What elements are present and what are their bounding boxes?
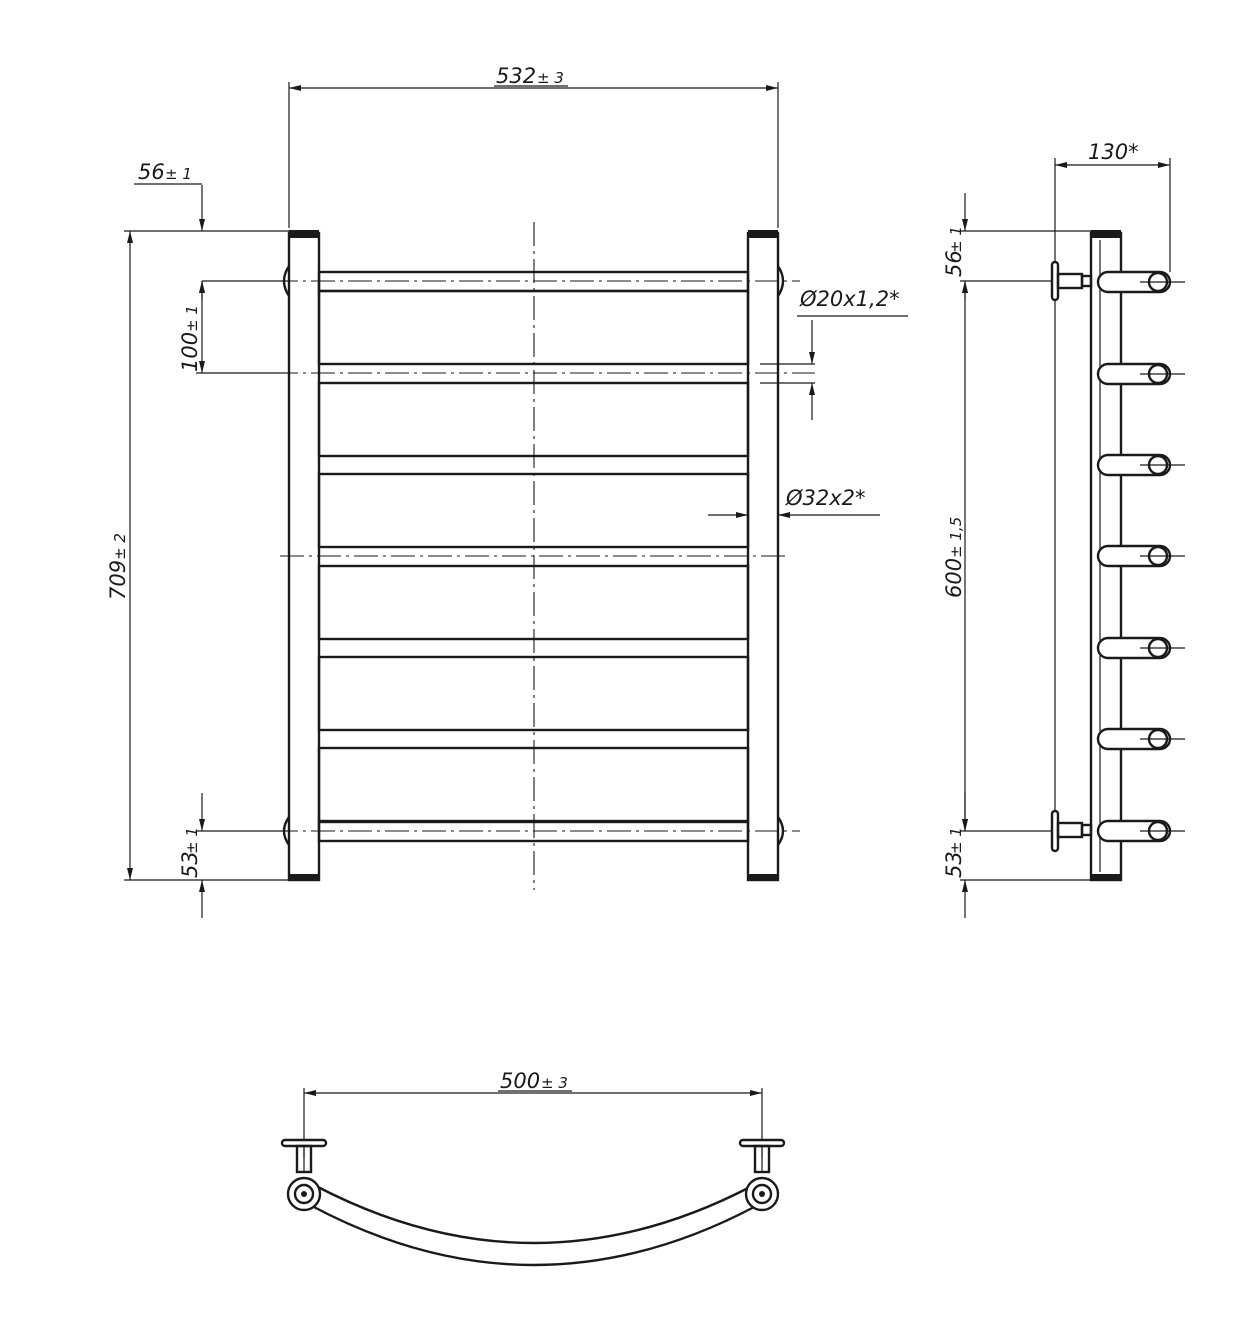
- dim-side-top-offset-tol: ± 1: [947, 226, 965, 253]
- right-top-cap: [748, 230, 778, 238]
- left-top-cap: [289, 230, 319, 238]
- dim-pitch-value: 100: [178, 332, 202, 372]
- dim-span-tol: ± 3: [541, 1074, 568, 1092]
- dim-width-tol: ± 3: [537, 69, 564, 87]
- front-view: 532 ± 3 709 ± 2 56 ± 1 100 ± 1 53 ± 1: [106, 64, 908, 918]
- dim-depth-value: 130*: [1088, 140, 1139, 164]
- side-top-bracket: [1050, 260, 1093, 302]
- right-bottom-connector: [777, 816, 785, 846]
- top-left-bracket: [280, 1138, 328, 1212]
- top-curved-bar: [315, 1184, 753, 1245]
- panel-5: [317, 655, 750, 732]
- top-view: 500 ± 3: [280, 1069, 786, 1267]
- dim-pitch-tol: ± 1: [183, 305, 201, 332]
- dim-bottom-offset-value: 53: [178, 851, 202, 878]
- dim-side-bottom-offset-tol: ± 1: [947, 827, 965, 854]
- right-bottom-cap: [748, 874, 778, 881]
- dim-width-value: 532: [496, 64, 536, 88]
- dim-height-tol: ± 2: [111, 533, 129, 560]
- dim-top-offset-tol: ± 1: [165, 165, 192, 183]
- right-top-connector: [776, 265, 785, 297]
- callout-upright-text: Ø32x2*: [785, 486, 866, 510]
- callout-crossbar-text: Ø20x1,2*: [799, 287, 900, 311]
- dim-top-offset-value: 56: [138, 160, 165, 184]
- dim-span-value: 500: [500, 1069, 540, 1093]
- dim-bottom-offset-tol: ± 1: [183, 827, 201, 854]
- side-bottom-bracket: [1050, 809, 1093, 853]
- dim-side-top-offset-value: 56: [942, 250, 966, 277]
- dim-center-tol: ± 1,5: [947, 517, 965, 558]
- top-right-bracket: [738, 1138, 786, 1212]
- left-bottom-cap: [289, 874, 319, 881]
- dim-height-value: 709: [106, 560, 130, 600]
- dim-side-bottom-offset-value: 53: [942, 851, 966, 878]
- side-view: 130* 56 ± 1 600 ± 1,5 53 ± 1: [942, 140, 1185, 918]
- dim-center-value: 600: [942, 558, 966, 598]
